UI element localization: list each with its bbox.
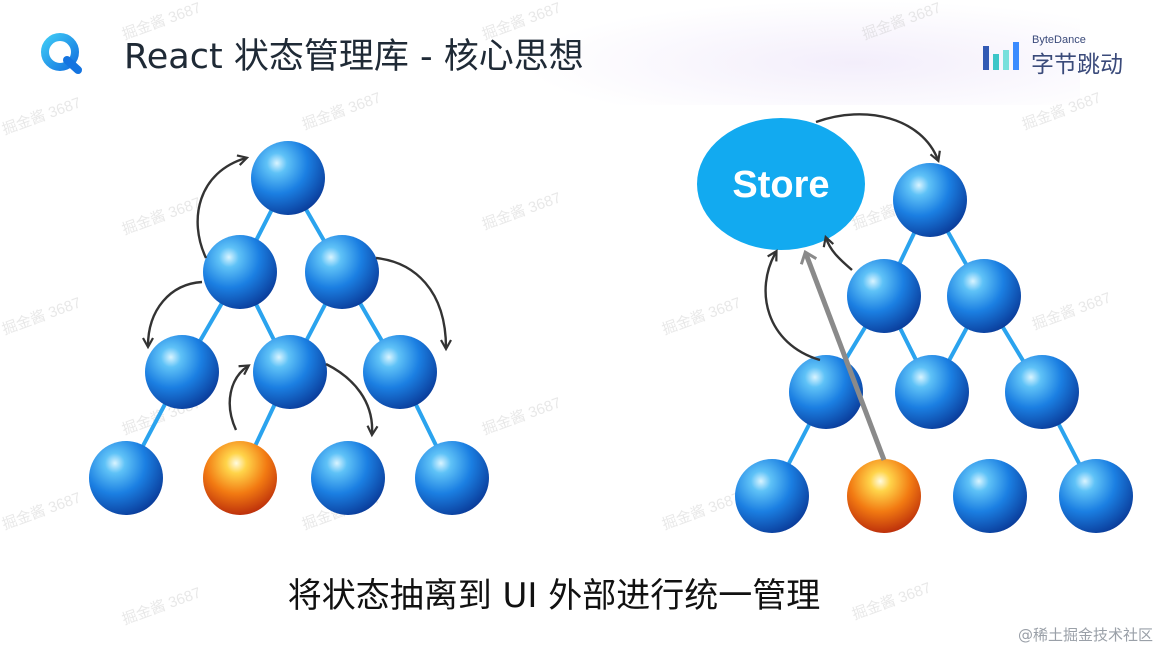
component-node: [735, 459, 809, 533]
flow-arrow: [325, 362, 379, 438]
component-node: [953, 459, 1027, 533]
state-change-node: [203, 441, 277, 515]
component-node: [893, 163, 967, 237]
state-diagram: Store: [89, 113, 1133, 533]
component-node: [1005, 355, 1079, 429]
component-node: [895, 355, 969, 429]
component-node: [789, 355, 863, 429]
flow-arrow: [815, 113, 941, 164]
component-node: [203, 235, 277, 309]
flow-arrow: [228, 364, 251, 431]
component-node: [947, 259, 1021, 333]
left-tree-edges: [124, 177, 454, 479]
state-change-node: [847, 459, 921, 533]
app-logo-icon: [41, 33, 82, 74]
flow-arrow: [764, 249, 821, 362]
store-label: Store: [732, 164, 829, 206]
right-tree-edges: [770, 199, 1098, 497]
component-node: [145, 335, 219, 409]
flow-arrow: [822, 234, 853, 271]
brand-name-cn: 字节跳动: [1031, 52, 1123, 78]
bytedance-logo: ByteDance 字节跳动: [982, 34, 1152, 78]
component-node: [251, 141, 325, 215]
state-to-store-arrow: [799, 249, 887, 461]
component-node: [847, 259, 921, 333]
store-ellipse: [697, 118, 865, 250]
left-flow-arrows: [142, 154, 452, 438]
slide-caption: 将状态抽离到 UI 外部进行统一管理: [287, 576, 821, 616]
source-credit: @稀土掘金技术社区: [1017, 626, 1153, 644]
component-node: [363, 335, 437, 409]
component-node: [311, 441, 385, 515]
component-node: [415, 441, 489, 515]
slide-header: React 状态管理库 - 核心思想 ByteDance 字节跳动: [0, 0, 1173, 105]
page-title: React 状态管理库 - 核心思想: [124, 37, 584, 77]
component-node: [1059, 459, 1133, 533]
right-component-tree: Store: [697, 113, 1133, 533]
left-tree-nodes: [89, 141, 489, 515]
flow-arrow: [142, 280, 203, 350]
right-tree-nodes: [735, 163, 1133, 533]
component-node: [89, 441, 163, 515]
brand-name-en: ByteDance: [1032, 34, 1086, 46]
component-node: [253, 335, 327, 409]
flow-arrow: [375, 256, 452, 352]
left-component-tree: [89, 141, 489, 515]
flow-arrow: [196, 154, 250, 259]
store-node: Store: [697, 118, 865, 250]
bytedance-bars-icon: [983, 42, 1019, 70]
component-node: [305, 235, 379, 309]
right-flow-arrows: [764, 113, 941, 461]
